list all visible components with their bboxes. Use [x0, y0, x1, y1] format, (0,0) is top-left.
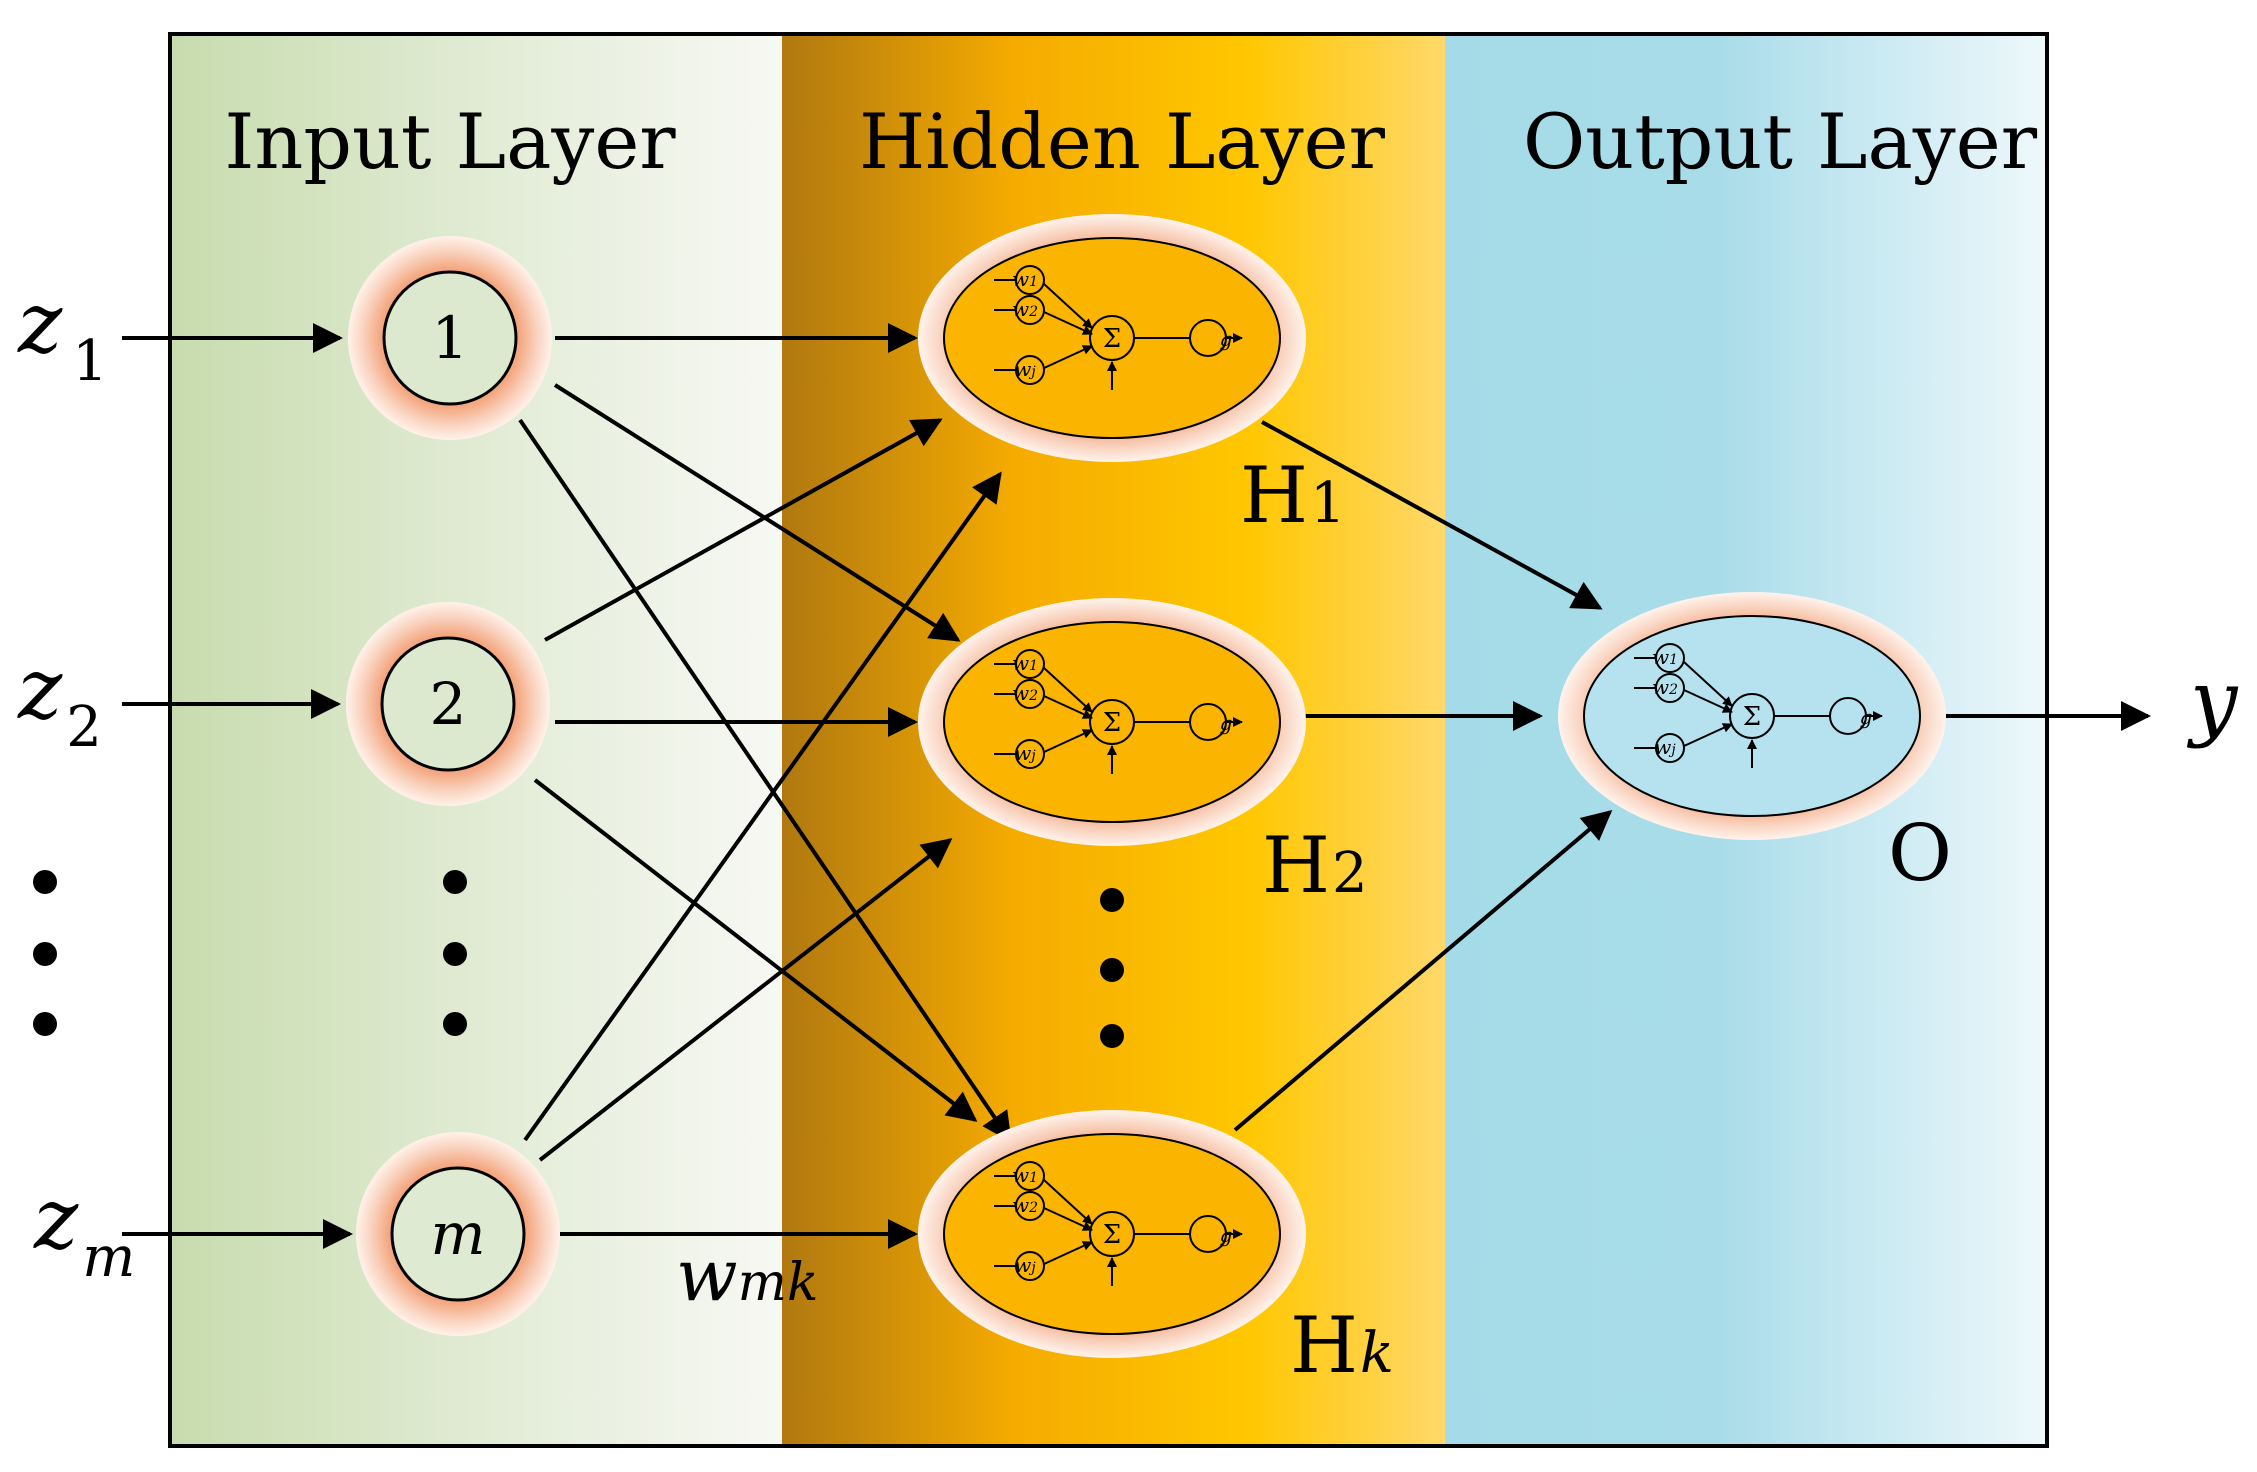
edge-in1-hk — [518, 418, 1012, 1143]
hidden-node-1-label: H1 — [1240, 451, 1346, 541]
svg-text:wj: wj — [1014, 357, 1036, 381]
hidden-node-k-label: Hk — [1290, 1301, 1394, 1391]
edge-in1-h2 — [553, 383, 961, 642]
hidden-layer-title: Hidden Layer — [859, 97, 1386, 186]
svg-text:g: g — [1220, 1223, 1233, 1247]
input-node-1: 1 — [348, 236, 552, 440]
input-node-1-label: 1 — [432, 304, 469, 372]
output-layer-title: Output Layer — [1523, 97, 2038, 186]
edge-in2-hk — [533, 778, 978, 1122]
svg-text:Σ: Σ — [1103, 708, 1121, 738]
left-ellipsis — [33, 870, 57, 1036]
hidden-node-1: Σ g w1 w2 wj — [918, 214, 1306, 462]
svg-text:g: g — [1220, 327, 1233, 351]
svg-text:wj: wj — [1654, 735, 1676, 759]
output-node-label: O — [1888, 809, 1952, 899]
svg-text:Σ: Σ — [1103, 324, 1121, 354]
output-node: Σ g w1 w2 wj — [1558, 592, 1946, 840]
edge-h1-o — [1261, 420, 1603, 610]
connections — [122, 323, 2151, 1249]
svg-text:w2: w2 — [1012, 297, 1038, 321]
input-layer-title: Input Layer — [224, 97, 676, 186]
hidden-node-2-label: H2 — [1262, 821, 1368, 911]
input-node-2-label: 2 — [430, 670, 467, 738]
svg-text:g: g — [1220, 711, 1233, 735]
svg-text:w1: w1 — [1012, 1163, 1038, 1187]
edge-inm-h2 — [538, 838, 953, 1162]
output-var-y: y — [2186, 652, 2239, 750]
edge-hk-o — [1233, 810, 1613, 1132]
svg-text:Σ: Σ — [1103, 1220, 1121, 1250]
input-node-2: 2 — [346, 602, 550, 806]
input-ellipsis — [443, 870, 467, 1036]
input-node-m: m — [356, 1132, 560, 1336]
hidden-ellipsis — [1100, 888, 1124, 1048]
edge-inm-h1 — [523, 471, 1002, 1142]
input-var-z2: z2 — [17, 640, 102, 760]
weight-label: wmk — [676, 1233, 818, 1317]
input-var-zm: zm — [33, 1170, 135, 1290]
input-node-m-label: m — [431, 1200, 486, 1268]
svg-text:w1: w1 — [1012, 651, 1038, 675]
svg-text:wj: wj — [1014, 1253, 1036, 1277]
svg-text:w1: w1 — [1652, 645, 1678, 669]
hidden-node-k: Σ g w1 w2 wj — [918, 1110, 1306, 1358]
svg-text:Σ: Σ — [1743, 702, 1761, 732]
hidden-node-2: Σ g w1 w2 wj — [918, 598, 1306, 846]
svg-text:w2: w2 — [1652, 675, 1678, 699]
svg-text:w2: w2 — [1012, 1193, 1038, 1217]
svg-text:g: g — [1860, 705, 1873, 729]
edge-in2-h1 — [544, 418, 943, 642]
svg-text:w1: w1 — [1012, 267, 1038, 291]
svg-text:wj: wj — [1014, 741, 1036, 765]
svg-text:w2: w2 — [1012, 681, 1038, 705]
